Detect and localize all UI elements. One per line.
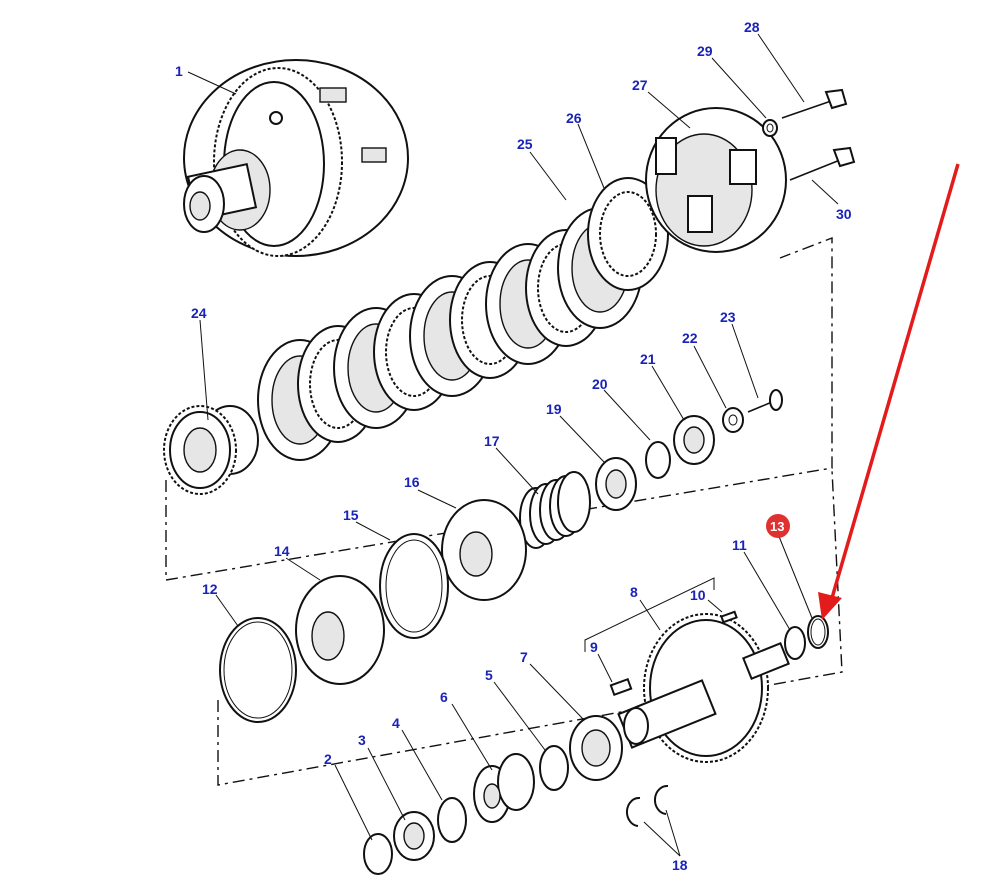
assembly-outline-lower: [217, 469, 843, 786]
label-14: 14: [274, 543, 290, 559]
part-28-bolt: [781, 88, 848, 119]
label-12: 12: [202, 581, 218, 597]
label-21: 21: [640, 351, 656, 367]
label-5: 5: [485, 667, 493, 683]
part-10-pin: [720, 610, 738, 624]
part-7-bearing: [569, 715, 623, 781]
part-9-pin: [609, 677, 633, 697]
label-18: 18: [672, 857, 688, 873]
part-17-spring: [519, 471, 591, 549]
label-4: 4: [392, 715, 400, 731]
part-21-bearing: [673, 415, 715, 465]
label-3: 3: [358, 732, 366, 748]
label-27: 27: [632, 77, 648, 93]
label-9: 9: [590, 639, 598, 655]
part-12-o-ring: [219, 617, 297, 723]
label-19: 19: [546, 401, 562, 417]
part-labels: 1 2 3 4 5 6 7 8 9 10 11 12 13 14 15 16 1…: [175, 19, 852, 873]
label-15: 15: [343, 507, 359, 523]
label-17: 17: [484, 433, 500, 449]
part-13-ring: [807, 615, 829, 649]
part-29-washer: [762, 119, 778, 137]
label-24: 24: [191, 305, 207, 321]
label-13: 13: [770, 519, 784, 534]
part-5-ring: [539, 745, 569, 791]
clutch-plate-stack: [257, 177, 669, 461]
label-30: 30: [836, 206, 852, 222]
label-22: 22: [682, 330, 698, 346]
part-19-washer: [595, 457, 637, 511]
part-22-washer: [722, 407, 744, 433]
label-29: 29: [697, 43, 713, 59]
part-30-bolt: [789, 146, 856, 181]
label-11: 11: [732, 537, 747, 553]
part-2-circlip: [363, 833, 393, 875]
label-6: 6: [440, 689, 448, 705]
label-16: 16: [404, 474, 420, 490]
label-7: 7: [520, 649, 528, 665]
label-20: 20: [592, 376, 608, 392]
label-23: 23: [720, 309, 736, 325]
part-8-gear-shaft: [617, 613, 790, 763]
label-8: 8: [630, 584, 638, 600]
label-28: 28: [744, 19, 760, 35]
bracket-9-10: [584, 577, 715, 652]
label-25: 25: [517, 136, 533, 152]
label-1: 1: [175, 63, 183, 79]
label-10: 10: [690, 587, 706, 603]
part-4-ring: [437, 797, 467, 843]
label-2: 2: [324, 751, 332, 767]
part-27-cage: [645, 107, 787, 253]
part-14-piston: [295, 575, 385, 685]
highlight-badge: [766, 514, 790, 538]
part-24-small-gear: [163, 405, 259, 495]
part-11-ring: [784, 626, 806, 660]
part-23-screw: [747, 389, 783, 413]
leader-lines: [187, 33, 839, 857]
part-16-piston-disc: [441, 499, 527, 601]
part-6-sleeve: [473, 753, 535, 823]
part-3-bearing: [393, 811, 435, 861]
part-20-snap-ring: [645, 441, 671, 479]
part-18-snap-rings: [625, 784, 669, 827]
part-1-gear-drum: [183, 59, 409, 257]
highlight-arrow: [818, 163, 960, 620]
assembly-outline-upper: [165, 236, 833, 581]
part-15-seal-ring: [379, 533, 449, 639]
label-26: 26: [566, 110, 582, 126]
